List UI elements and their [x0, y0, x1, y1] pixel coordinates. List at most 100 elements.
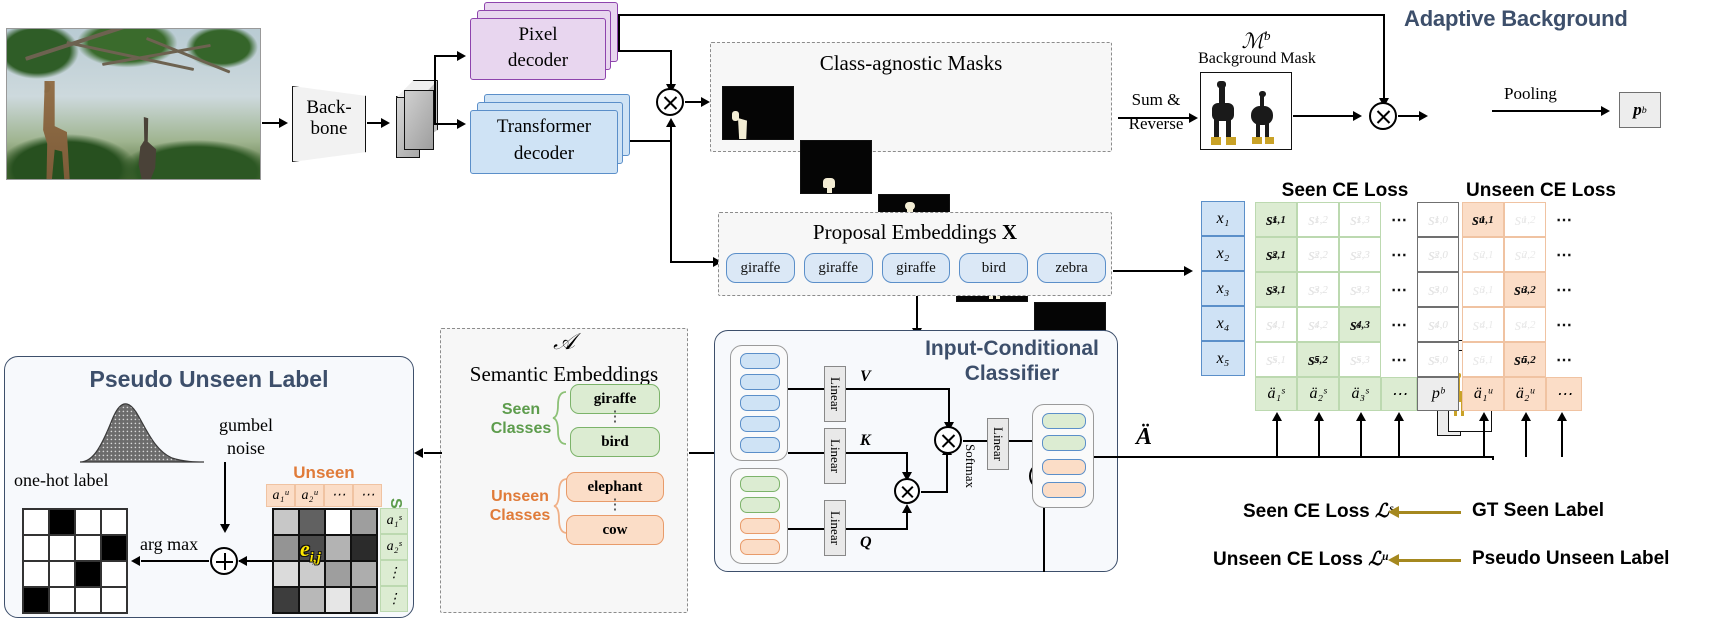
seen-attr-cell-0: ä₁ˢ [1255, 377, 1297, 411]
adaptive-background-title: Adaptive Background [1404, 6, 1628, 31]
unseen-class-elephant[interactable]: elephant [566, 472, 664, 502]
softmax-label: Softmax [963, 444, 978, 489]
similarity-cell-3-0 [273, 587, 299, 613]
semantic-embeddings-title: Semantic Embeddings [469, 362, 659, 386]
arrow-photo-to-backbone [279, 118, 288, 128]
pixel-decoder-label-line2: decoder [507, 50, 569, 71]
arrow-backbone-to-features [381, 118, 390, 128]
unseen-ellipsis-4: ⋯ [1556, 316, 1572, 334]
linear-q: Linear [824, 500, 846, 556]
similarity-cell-2-3 [351, 561, 377, 587]
pseudo-unseen-label-text: Pseudo Unseen Label [1472, 548, 1670, 569]
seen-class-bird[interactable]: bird [570, 427, 660, 457]
unseen-ce-loss-header: Unseen CE Loss [1466, 180, 1616, 201]
similarity-cell-0-2 [325, 509, 351, 535]
backbone-label-line2: bone [310, 118, 348, 139]
unseen-classes-label-line2: Classes [489, 507, 551, 524]
proposal-panel-title: Proposal Embeddings [812, 220, 1002, 244]
transformer-decoder-label-line1: Transformer [496, 116, 592, 137]
mask-thumbnail-1 [722, 86, 794, 140]
transformer-decoder-block [470, 110, 618, 174]
seen-classes-label-line2: Classes [490, 420, 552, 437]
backbone-label-line1: Back- [306, 97, 352, 118]
one-hot-cell-0-1 [49, 509, 75, 535]
mask-thumbnail-2 [800, 140, 872, 194]
pseudo-seen-attr-1: a₂ˢ [380, 534, 408, 560]
x-cell-4: x₄ [1201, 306, 1245, 341]
similarity-cell-1-1 [299, 535, 325, 561]
similarity-cell-3-1 [299, 587, 325, 613]
masks-panel-title: Class-agnostic Masks [819, 51, 1003, 75]
arrow-to-proposal-panel [713, 257, 722, 267]
x-cell-1: x₁ [1201, 201, 1245, 236]
arrow-argmax-to-onehot [131, 556, 140, 566]
unseen-ellipsis-2: ⋯ [1556, 246, 1572, 264]
unseen-ce-loss-symbol: ℒᵘ [1368, 549, 1388, 570]
one-hot-cell-3-1 [49, 587, 75, 613]
riser-arrow [1356, 412, 1366, 421]
unseen-class-cow[interactable]: cow [566, 515, 664, 545]
semantic-token-stack [730, 468, 788, 564]
seen-ce-loss-text: Seen CE Loss [1243, 501, 1370, 522]
unseen-attr-cell-2: ⋯ [1546, 377, 1582, 411]
pixel-decoder-block [470, 18, 606, 80]
seen-attr-cell-1: ä₂ˢ [1297, 377, 1339, 411]
gumbel-distribution-curve [79, 403, 205, 463]
one-hot-cell-0-2 [75, 509, 101, 535]
proposal-pill-2[interactable]: giraffe [881, 253, 951, 283]
classifier-output-token-stack [1032, 404, 1094, 508]
proposal-pill-0[interactable]: giraffe [726, 253, 795, 283]
one-hot-cell-3-3 [101, 587, 127, 613]
similarity-cell-2-0 [273, 561, 299, 587]
arrow-bgmask-to-mult [1353, 111, 1362, 121]
unseen-attr-cell-1: ä₂ᵘ [1504, 377, 1546, 411]
arrow-to-pixel-decoder [457, 51, 466, 61]
gumbel-noise-label-line2: noise [227, 438, 265, 458]
pooling-label: Pooling [1504, 84, 1557, 103]
similarity-cell-2-2 [325, 561, 351, 587]
background-mask-image [1200, 72, 1292, 150]
arrow-pseudo-unseen-label [1388, 554, 1399, 566]
background-mask-caption: Background Mask [1198, 50, 1316, 67]
similarity-cell-3-3 [351, 587, 377, 613]
pseudo-seen-attr-0: a₁ˢ [380, 508, 408, 534]
seen-brace-icon [552, 391, 567, 445]
one-hot-label-grid [22, 508, 128, 614]
sum-operator-gumbel [210, 547, 238, 575]
unseen-classes-label-line1: Unseen [491, 488, 549, 505]
similarity-cell-1-0 [273, 535, 299, 561]
arrow-sum-reverse [1189, 113, 1198, 123]
similarity-cell-2-1 [299, 561, 325, 587]
one-hot-label-caption: one-hot label [14, 470, 109, 490]
seen-ellipsis-1: ⋯ [1391, 211, 1407, 229]
proposal-pill-4[interactable]: zebra [1037, 253, 1106, 283]
proposal-pill-1[interactable]: giraffe [803, 253, 873, 283]
gumbel-noise-label-line1: gumbel [219, 415, 273, 435]
riser-arrow [1557, 412, 1567, 421]
one-hot-cell-3-2 [75, 587, 101, 613]
proposal-pill-3[interactable]: bird [959, 253, 1029, 283]
linear-output: Linear [987, 418, 1009, 470]
one-hot-cell-1-1 [49, 535, 75, 561]
unseen-attr-cell-0: ä₁ᵘ [1462, 377, 1504, 411]
seen-class-giraffe[interactable]: giraffe [570, 384, 660, 414]
similarity-cell-1-3 [351, 535, 377, 561]
arrow-gt-seen-label [1388, 506, 1399, 518]
riser-arrow [1394, 412, 1404, 421]
sum-reverse-label-line2: Reverse [1128, 114, 1184, 133]
arrow-semantic-to-pseudo [414, 448, 423, 458]
